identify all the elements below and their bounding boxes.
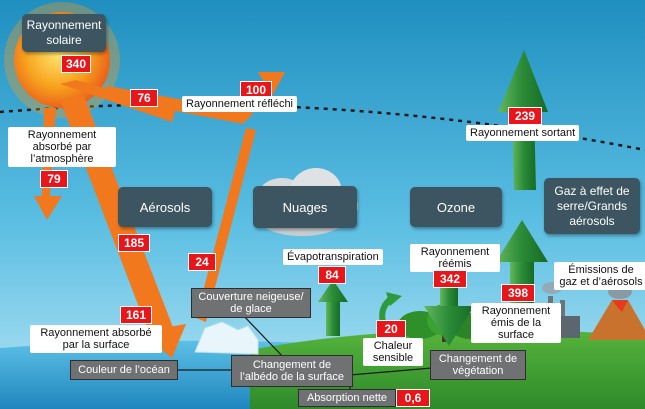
net-absorption-label: Absorption nette bbox=[306, 392, 388, 404]
reflected-surface-badge: 24 bbox=[188, 253, 216, 271]
reflected-label: Rayonnement réfléchi bbox=[182, 96, 298, 112]
emissions-label: Émissions de gaz et d’aérosols bbox=[554, 262, 645, 290]
sun-title-box: Rayonnement solaire bbox=[22, 14, 106, 52]
sensible-badge: 20 bbox=[376, 320, 406, 338]
clouds-label: Nuages bbox=[282, 199, 328, 215]
ghg-box: Gaz à effet de serre/Grands aérosols bbox=[544, 178, 640, 234]
ocean-color-label: Couleur de l’océan bbox=[78, 364, 170, 376]
arrowhead-surface-emitted bbox=[496, 220, 548, 262]
iceberg-shape bbox=[194, 321, 259, 355]
ozone-box: Ozone bbox=[410, 187, 502, 227]
snow-ice-box: Couverture neigeuse/ de glace bbox=[191, 288, 311, 318]
snow-ice-label: Couverture neigeuse/ de glace bbox=[198, 291, 304, 315]
net-absorption-box: Absorption nette bbox=[298, 389, 396, 407]
albedo-change-label: Changement de l’albédo de la surface bbox=[240, 359, 344, 383]
surface-emitted-label: Rayonnement émis de la surface bbox=[471, 303, 561, 343]
aerosols-label: Aérosols bbox=[139, 199, 191, 215]
arrow-surface-reflected bbox=[196, 128, 256, 322]
arrow-reflected-atmosphere bbox=[60, 80, 176, 122]
sensible-label: Chaleur sensible bbox=[363, 338, 423, 366]
clouds-box: Nuages bbox=[253, 186, 357, 228]
arrowhead-atmosphere-absorbed bbox=[34, 196, 62, 220]
aerosols-box: Aérosols bbox=[118, 187, 212, 227]
net-absorption-badge: 0,6 bbox=[396, 389, 430, 407]
outgoing-label: Rayonnement sortant bbox=[466, 125, 580, 141]
atmos-absorbed-badge: 79 bbox=[40, 170, 68, 188]
ghg-label: Gaz à effet de serre/Grands aérosols bbox=[554, 183, 630, 228]
evapo-badge: 84 bbox=[318, 266, 346, 284]
sun-title: Rayonnement solaire bbox=[26, 18, 102, 47]
arrowhead-sensible-heat bbox=[386, 292, 402, 306]
vegetation-change-label: Changement de végétation bbox=[438, 353, 518, 377]
outgoing-badge: 239 bbox=[508, 107, 542, 125]
surface-absorbed-badge: 161 bbox=[120, 306, 152, 324]
to-surface-badge: 185 bbox=[118, 234, 150, 252]
reflected-atmos-badge: 76 bbox=[130, 89, 158, 107]
reemitted-badge: 342 bbox=[433, 270, 467, 288]
albedo-change-box: Changement de l’albédo de la surface bbox=[231, 355, 353, 387]
sun-value-badge: 340 bbox=[61, 55, 91, 73]
reemitted-label: Rayonnement réémis bbox=[410, 244, 500, 272]
evapo-label: Évapotranspiration bbox=[283, 249, 383, 265]
atmos-absorbed-label: Rayonnement absorbé par l’atmosphère bbox=[8, 127, 116, 167]
surface-emitted-badge: 398 bbox=[501, 284, 535, 302]
ocean-color-box: Couleur de l’océan bbox=[70, 360, 178, 380]
arrowhead-outgoing bbox=[498, 50, 548, 112]
vegetation-change-box: Changement de végétation bbox=[430, 350, 526, 380]
arrow-evapo-shaft bbox=[326, 300, 340, 336]
atmosphere-boundary bbox=[0, 103, 645, 152]
arrowhead-evapo bbox=[318, 280, 348, 302]
surface-absorbed-label: Rayonnement absorbé par la surface bbox=[30, 325, 162, 353]
arrowhead-reemitted bbox=[424, 306, 474, 346]
ozone-label: Ozone bbox=[436, 199, 476, 215]
